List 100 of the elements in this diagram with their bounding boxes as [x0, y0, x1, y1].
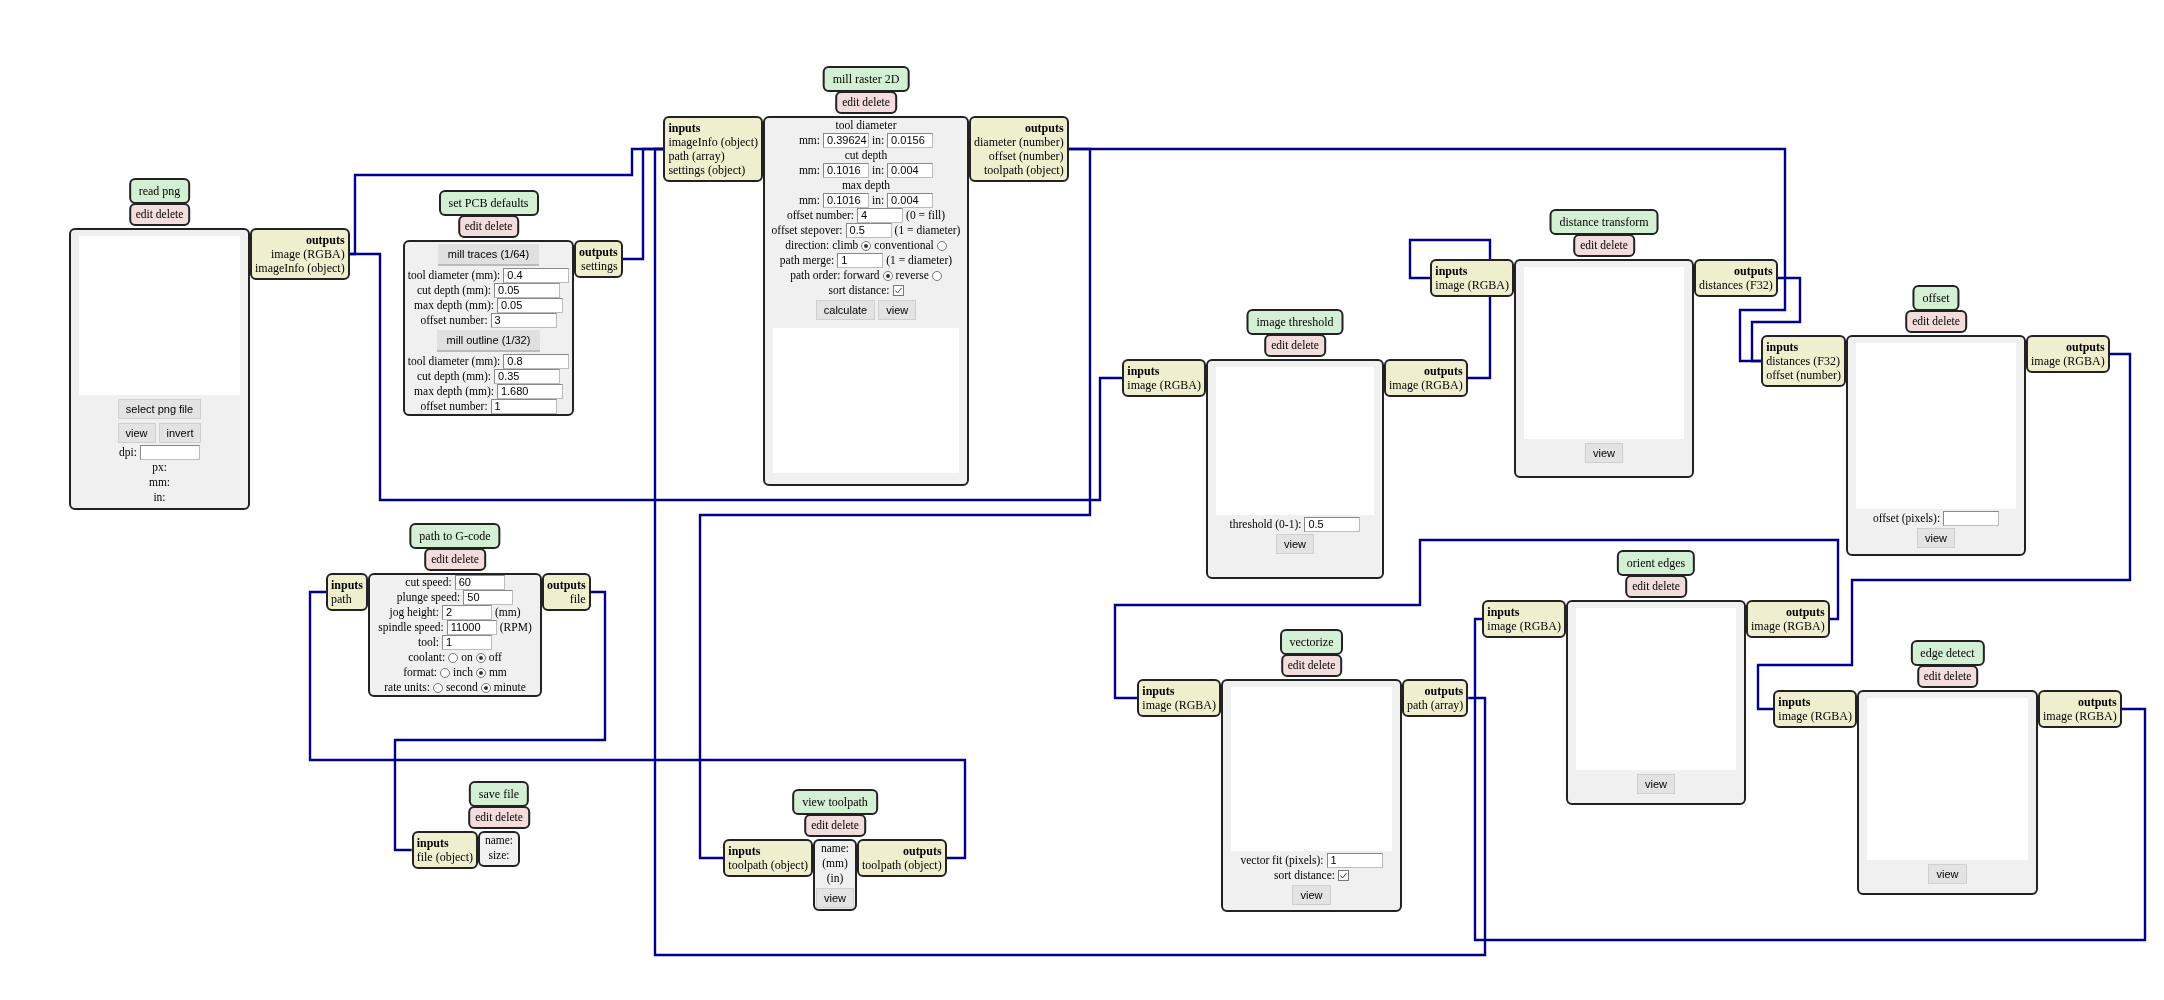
module-panel [1566, 600, 1746, 805]
port-label: file (object) [416, 850, 473, 864]
field-label: plunge speed: [396, 590, 461, 605]
wire [1756, 352, 2132, 711]
edit-delete-tab: edit delete [424, 548, 486, 571]
module-title: path to G-code [409, 523, 501, 549]
inputs-port-box [723, 839, 813, 877]
port-label: settings [580, 259, 618, 273]
field-label: reverse [895, 268, 929, 283]
module-panel [763, 116, 969, 486]
field-label: vector fit (pixels): [1240, 853, 1324, 868]
module-panel [368, 573, 542, 697]
field-label: mm: [798, 193, 820, 208]
port-label: imageInfo (object) [255, 261, 345, 275]
action-button: invert [158, 423, 202, 443]
outputs-port-box [542, 573, 591, 611]
input-field: 2 [441, 605, 492, 620]
module-title: view toolpath [792, 789, 878, 815]
edit-delete-tab: edit delete [457, 215, 520, 238]
action-button: view [878, 300, 917, 320]
edit-delete-tab: edit delete [1573, 234, 1635, 257]
field-label: name: [820, 841, 850, 856]
field-label: offset number: [420, 313, 488, 328]
inputs-port-box [1137, 679, 1221, 717]
port-label: image (RGBA) [1487, 619, 1561, 633]
input-field: 0.39624 [822, 133, 869, 148]
module-panel [1221, 679, 1402, 912]
port-label: imageInfo (object) [668, 135, 758, 149]
module-panel [69, 228, 250, 510]
field-label: conventional [874, 238, 934, 253]
module-title: mill raster 2D [822, 66, 910, 92]
port-label: toolpath (object) [983, 163, 1064, 177]
outputs-port-box [1402, 679, 1469, 717]
field-label: threshold (0-1): [1229, 517, 1302, 532]
field-label: tool diameter (mm): [407, 354, 501, 369]
field-label: (RPM) [499, 620, 532, 635]
outputs-port-box [250, 228, 350, 280]
port-label: settings (object) [668, 163, 747, 177]
field-label: cut depth (mm): [416, 283, 492, 298]
edit-delete-tab: edit delete [1264, 334, 1326, 357]
port-label: distances (F32) [1766, 354, 1841, 368]
port-label: image (RGBA) [1389, 378, 1463, 392]
port-label: image (RGBA) [1127, 378, 1201, 392]
edit-delete-tab: edit delete [804, 814, 866, 837]
field-label: tool: [417, 635, 440, 650]
port-heading: inputs [1766, 340, 1800, 354]
port-heading: inputs [668, 121, 702, 135]
port-label: path (array) [1407, 698, 1464, 712]
section-button: mill outline (1/32) [436, 330, 541, 352]
action-button: view [1917, 528, 1955, 548]
field-label: max depth [841, 178, 891, 193]
port-label: diameter (number) [974, 135, 1064, 149]
field-label: offset stepover: [771, 223, 843, 238]
field-label: cut depth [844, 148, 888, 163]
field-label: jog height: [389, 605, 439, 620]
input-field: 1 [442, 635, 493, 650]
module-title: offset [1912, 285, 1960, 311]
field-label: mm: [148, 475, 171, 490]
field-label: off [488, 650, 502, 665]
inputs-port-box [1430, 259, 1514, 297]
port-heading: outputs [2076, 695, 2117, 709]
edit-delete-tab: edit delete [1280, 654, 1343, 677]
input-field: 0.35 [494, 369, 561, 384]
wire [1068, 147, 1787, 363]
outputs-port-box [969, 116, 1069, 182]
module-panel [1846, 335, 2026, 556]
input-field: 4 [857, 208, 904, 223]
field-label: (1 = diameter) [886, 253, 953, 268]
port-heading: outputs [1732, 264, 1773, 278]
module-title: distance transform [1549, 209, 1659, 235]
port-heading: inputs [1487, 605, 1521, 619]
field-label: rate units: [384, 680, 430, 695]
field-label: tool diameter [835, 118, 897, 133]
input-field: 11000 [446, 620, 497, 635]
module-panel [1206, 359, 1384, 579]
port-heading: outputs [1023, 121, 1064, 135]
edit-delete-tab: edit delete [1905, 310, 1967, 333]
action-button: view [1292, 885, 1331, 905]
wire [653, 147, 1487, 957]
field-label: offset number: [786, 208, 855, 223]
port-label: offset (number) [987, 149, 1064, 163]
input-field: 1 [490, 399, 557, 414]
edit-delete-tab: edit delete [468, 806, 530, 829]
module-title: vectorize [1279, 629, 1344, 655]
wire [698, 147, 1092, 860]
port-label: image (RGBA) [269, 247, 345, 261]
wire [393, 590, 607, 852]
field-label: format: [403, 665, 438, 680]
field-label: (0 = fill) [906, 208, 946, 223]
input-field: 0.1016 [822, 193, 869, 208]
module-title: set PCB defaults [438, 190, 539, 216]
input-field: 0.1016 [822, 163, 869, 178]
field-label: max depth (mm): [414, 384, 494, 399]
inputs-port-box [411, 831, 478, 869]
field-label: inch [453, 665, 473, 680]
module-title: save file [468, 781, 530, 807]
field-label: minute [493, 680, 526, 695]
port-label: image (RGBA) [2043, 709, 2117, 723]
port-label: toolpath (object) [728, 858, 808, 872]
outputs-port-box [2026, 335, 2110, 373]
